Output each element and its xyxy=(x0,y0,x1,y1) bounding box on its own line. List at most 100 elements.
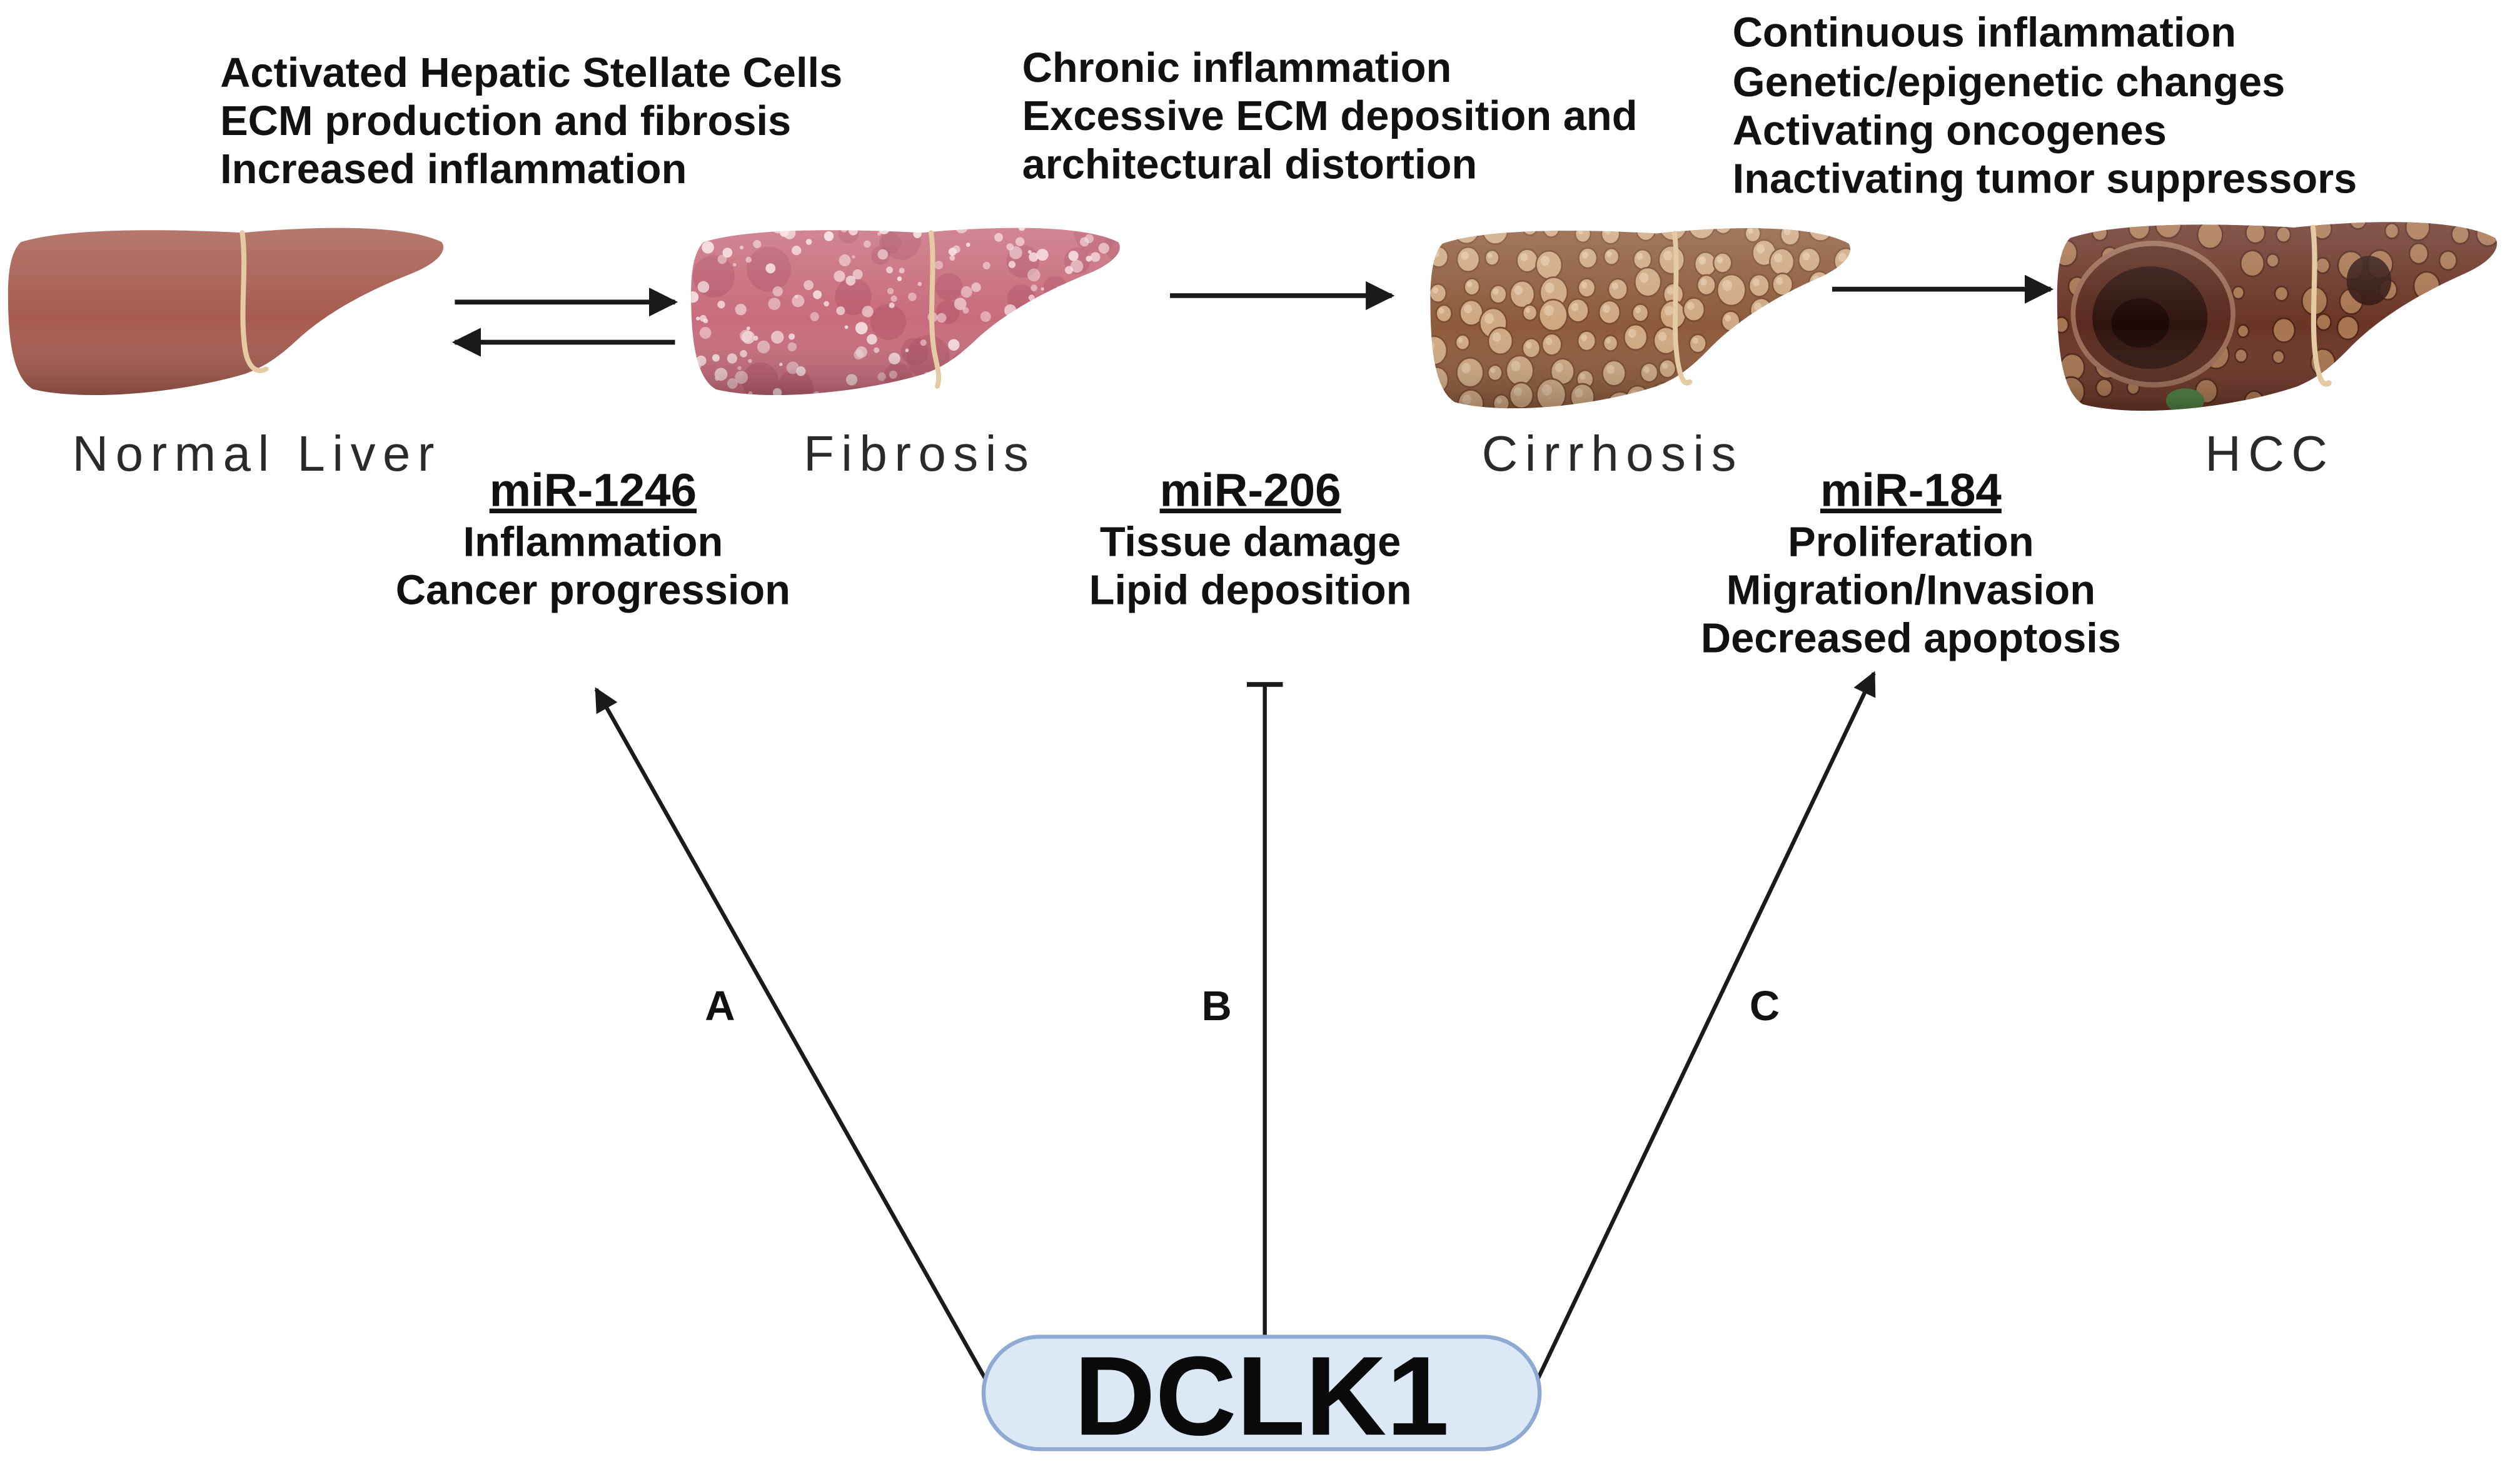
nodule-highlight xyxy=(1655,388,1665,399)
pathway-line-c xyxy=(1536,671,1876,1380)
fibrotic-patch xyxy=(1036,298,1069,331)
mirna-effect: Cancer progression xyxy=(396,567,790,613)
mirna-effect: Inflammation xyxy=(463,519,723,565)
nodule-highlight xyxy=(1693,386,1702,396)
nodule-highlight xyxy=(1732,339,1738,345)
nodule-highlight xyxy=(1846,361,1850,368)
annotation-line: ECM production and fibrosis xyxy=(220,98,791,144)
fibrotic-patch xyxy=(840,386,873,396)
fibrotic-spot xyxy=(1084,376,1091,383)
fibrotic-spot xyxy=(1014,354,1021,362)
nodule-highlight xyxy=(1698,373,1705,382)
mirna-block-c: miR-184 Proliferation Migration/Invasion… xyxy=(1701,464,2121,662)
annotation-line: Chronic inflammation xyxy=(1022,45,1452,91)
tumor-nodule xyxy=(2282,389,2297,405)
nodule-highlight xyxy=(1836,276,1846,287)
cirrhotic-nodule xyxy=(1814,384,1832,405)
fibrotic-spot xyxy=(1046,397,1052,404)
nodule-highlight xyxy=(1437,393,1443,399)
nodule-highlight xyxy=(1729,404,1735,409)
annotation-line: architectural distortion xyxy=(1022,141,1478,188)
cirrhotic-nodule xyxy=(1842,358,1850,378)
fibrotic-spot xyxy=(987,363,998,374)
tumor-nodule xyxy=(2486,261,2497,276)
fibrotic-patch xyxy=(1093,339,1118,365)
nodule-highlight xyxy=(1783,399,1789,406)
cirrhotic-nodule xyxy=(1823,328,1850,360)
fibrotic-spot xyxy=(990,353,996,358)
fibrotic-spot xyxy=(1079,332,1088,341)
cirrhotic-nodule xyxy=(1726,400,1743,409)
fibrotic-spot xyxy=(1109,230,1116,236)
tumor-nodule xyxy=(2444,347,2462,368)
fibrotic-spot xyxy=(1106,301,1111,306)
stage-label-hcc: HCC xyxy=(2205,426,2334,481)
fibrotic-spot xyxy=(1114,261,1120,270)
nodule-highlight xyxy=(1848,228,1850,230)
cirrhotic-nodule xyxy=(1800,299,1824,326)
nodule-highlight xyxy=(1759,364,1766,372)
fibrotic-spot xyxy=(1074,389,1086,396)
hub-label: DCLK1 xyxy=(1074,1333,1449,1459)
fibrotic-spot xyxy=(1121,266,1129,274)
cirrhotic-nodule xyxy=(1782,368,1802,389)
nodule-highlight xyxy=(1812,228,1822,229)
nodule-highlight xyxy=(1525,221,1531,227)
cirrhotic-nodule xyxy=(1729,335,1745,353)
liver-shading xyxy=(691,228,1120,396)
falciform-ligament xyxy=(929,230,942,389)
liver-shading xyxy=(2057,222,2497,411)
cirrhosis-liver-illustration xyxy=(1430,221,1850,409)
stage-label-fibrosis: Fibrosis xyxy=(804,426,1036,481)
mirna-effect: Tissue damage xyxy=(1100,519,1401,565)
fibrotic-spot xyxy=(1011,367,1020,376)
tumor-nodule xyxy=(2494,356,2497,372)
tumor-nodule xyxy=(2354,396,2367,411)
fibrotic-spot xyxy=(855,393,859,396)
fibrotic-spot xyxy=(984,361,997,374)
fibrotic-spot xyxy=(995,354,1004,362)
dclk1-hub: DCLK1 xyxy=(981,1333,1542,1459)
fibrotic-spot xyxy=(916,228,921,231)
cirrhotic-nodule xyxy=(1752,337,1777,364)
mirna-name: miR-1246 xyxy=(490,464,697,516)
fibrotic-spot xyxy=(1084,378,1094,388)
tumor-nodule xyxy=(2441,324,2458,343)
stage-label-cirrhosis: Cirrhosis xyxy=(1482,426,1743,481)
falciform-ligament xyxy=(1672,231,1693,386)
tumor-nodule xyxy=(2407,341,2436,373)
annotation-line: Continuous inflammation xyxy=(1733,10,2236,56)
cirrhotic-nodule xyxy=(1743,390,1769,409)
cirrhotic-nodule xyxy=(1845,228,1850,238)
fibrotic-patch xyxy=(942,377,969,396)
annotation-fibrosis: Activated Hepatic Stellate Cells ECM pro… xyxy=(220,50,842,193)
annotation-line: Inactivating tumor suppressors xyxy=(1733,156,2357,202)
fibrotic-spot xyxy=(800,394,804,396)
tumor-nodule xyxy=(2469,273,2497,305)
annotation-hcc: Continuous inflammation Genetic/epigenet… xyxy=(1733,10,2357,203)
nodule-highlight xyxy=(1817,336,1825,344)
annotation-line: Activating oncogenes xyxy=(1733,108,2167,154)
cirrhotic-nodule xyxy=(1430,228,1445,236)
nodule-highlight xyxy=(1812,362,1822,373)
nodule-highlight xyxy=(1721,364,1730,374)
liver-shading xyxy=(1430,228,1850,409)
tumor-nodule xyxy=(2337,352,2366,383)
fibrotic-patch xyxy=(981,349,1005,372)
nodule-highlight xyxy=(1829,334,1839,345)
fibrotic-spot xyxy=(1007,389,1012,394)
fibrotic-spot xyxy=(1057,371,1062,376)
mirna-block-a: miR-1246 Inflammation Cancer progression xyxy=(396,464,790,614)
cirrhotic-nodule xyxy=(1830,271,1850,302)
fibrotic-spot xyxy=(1026,305,1033,313)
nodule-highlight xyxy=(1640,228,1646,231)
fibrotic-spot xyxy=(1089,332,1102,345)
fibrotic-spot xyxy=(1092,300,1097,304)
cirrhotic-nodule xyxy=(1649,381,1679,409)
fibrotic-spot xyxy=(1092,383,1101,391)
tumor-nodule xyxy=(2443,390,2464,411)
tumor-nodule xyxy=(2379,375,2404,403)
fibrotic-patch xyxy=(1104,381,1120,396)
cirrhotic-nodule xyxy=(1779,395,1798,409)
mirna-name: miR-184 xyxy=(1820,464,2002,516)
